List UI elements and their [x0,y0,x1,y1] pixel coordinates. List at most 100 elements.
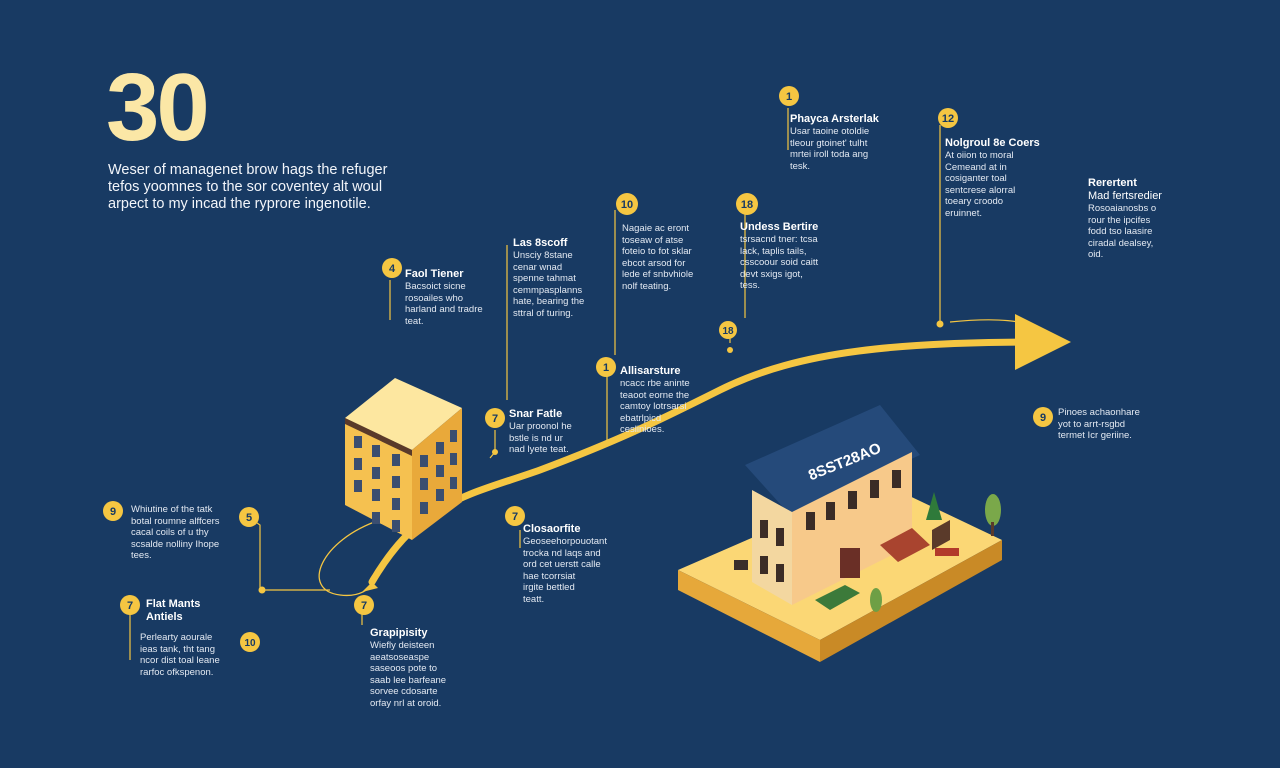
step-badge: 1 [596,357,616,377]
step-badge: 9 [1033,407,1053,427]
intro-line: Weser of managenet brow hags the refuger [108,162,388,178]
headline-number: 30 [106,54,210,161]
tower-cornice [345,418,412,456]
svg-text:7: 7 [127,600,133,612]
callout-title: Closaorfite [523,523,581,535]
step-badge: 4 [382,258,402,278]
step-badge: 7 [485,408,505,428]
garden-bed [815,585,860,610]
callout-title: Rerertent [1088,177,1137,189]
platform-left [678,570,820,662]
step-badge: 1 [779,86,799,106]
tower-windows [354,430,457,532]
intro-line: tefos yoomnes to the sor coventey alt wo… [108,179,383,195]
tower-building [345,378,462,540]
platform-right [820,540,1002,662]
callout-title: Nolgroul 8e Coers [945,137,1040,149]
callout-title: Flat Mants [146,598,201,610]
decor-badge: 18 [719,321,737,339]
flow-start-arrow [362,582,378,592]
connector-line [249,517,261,590]
bench-left [734,560,748,570]
callout-title: Grapipisity [370,627,428,639]
badges: 4 10 18 1 12 1 9 7 5 9 7 7 10 7 18 [103,86,1053,652]
step-badge: 7 [120,595,140,615]
house-steps [880,528,930,562]
callout-title: Snar Fatle [509,408,563,420]
tree-small [926,492,942,520]
intro-text: Weser of managenet brow hags the refuger… [108,162,408,213]
svg-text:12: 12 [942,113,954,125]
callout-title: Mad fertsredier [1088,190,1162,202]
svg-text:10: 10 [621,199,633,211]
intro-line: arpect to my incad the ryprore ingenotil… [108,196,371,212]
svg-text:9: 9 [1040,412,1046,424]
bench [935,548,959,556]
step-badge: 18 [736,193,758,215]
svg-text:7: 7 [512,511,518,523]
step-badge: 10 [616,193,638,215]
svg-text:7: 7 [361,600,367,612]
callout-title: Phayca Arsterlak [790,113,879,125]
step-badge: 9 [103,501,123,521]
svg-text:7: 7 [492,413,498,425]
svg-text:18: 18 [741,199,753,211]
step-badge: 12 [938,108,958,128]
connector-line [949,319,1053,336]
svg-text:1: 1 [603,362,609,374]
path-dot [258,586,266,594]
svg-text:10: 10 [244,638,256,649]
house-door [840,548,860,578]
callout-title: Las 8scoff [513,237,568,249]
svg-text:18: 18 [722,326,734,337]
tower-roof [345,378,462,450]
step-badge: 5 [239,507,259,527]
svg-text:4: 4 [389,263,396,275]
house-scene: 8SST28AO [678,405,1002,662]
svg-text:5: 5 [246,512,252,524]
path-dots [258,320,944,594]
step-badge: 7 [354,595,374,615]
svg-text:9: 9 [110,506,116,518]
step-badge: 10 [240,632,260,652]
path-dot [492,449,498,455]
tree-right [985,494,1001,526]
callout-title: Allisarsture [620,365,681,377]
callout-rerertent: Rerertent Mad fertsredier Rosoaianosbs o… [1088,177,1162,261]
house-roof [745,405,920,515]
planter [932,520,950,550]
callout-title: Undess Bertire [740,221,819,233]
step-badge: 7 [505,506,525,526]
callout-title: Faol Tiener [405,268,464,280]
house-windows [760,470,901,582]
path-dot [936,320,944,328]
